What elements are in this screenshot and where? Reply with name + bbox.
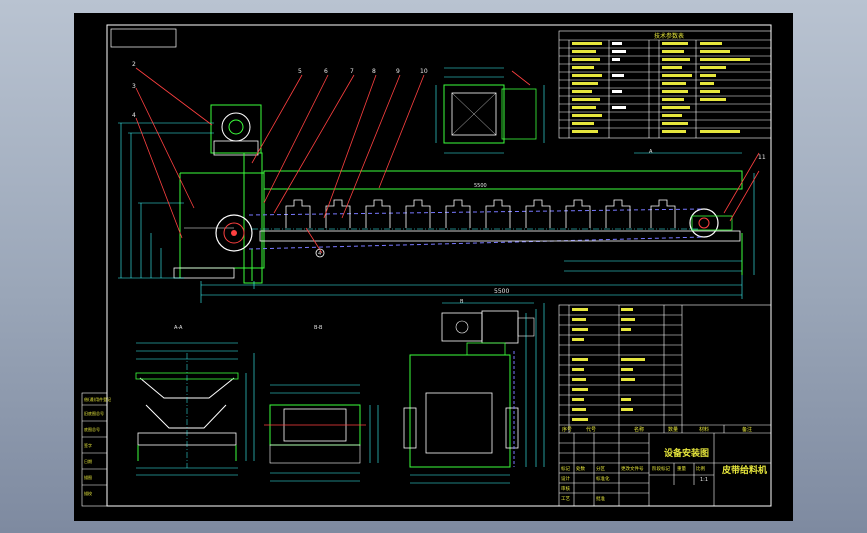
header-code: 代号 (586, 426, 596, 433)
svg-text:签字: 签字 (84, 442, 92, 448)
callout-10: 11 (758, 154, 766, 161)
svg-text:设计: 设计 (561, 475, 570, 482)
header-qty: 数量 (668, 426, 678, 433)
section-bb-view: B-B (264, 325, 379, 482)
svg-text:阶段标记: 阶段标记 (652, 465, 670, 472)
main-elevation-view: 5500 5500 2 3 4 5 6 7 8 9 10 (118, 61, 766, 303)
spec-table-cells (572, 42, 750, 133)
svg-text:批准: 批准 (596, 495, 605, 502)
header-no: 序号 (562, 426, 572, 433)
circle-marker (315, 248, 325, 258)
callout-leaders (135, 67, 760, 254)
tail-pulley (689, 208, 719, 238)
section-aa-label: A-A (174, 325, 183, 331)
callout-2: 3 (132, 83, 136, 90)
left-dimension-lines (118, 122, 214, 279)
drawing-name: 设备安装图 (664, 447, 709, 459)
parts-header: 序号 代号 名称 数量 材料 备注 (562, 426, 752, 433)
svg-text:工艺: 工艺 (561, 496, 570, 502)
spec-table (558, 30, 772, 139)
head-pulley (215, 214, 253, 252)
svg-text:标记: 标记 (561, 465, 570, 472)
svg-text:处数: 处数 (576, 465, 585, 472)
svg-text:审核: 审核 (561, 485, 570, 492)
cad-drawing: 5500 5500 2 3 4 5 6 7 8 9 10 (81, 24, 772, 507)
callout-6: 7 (350, 68, 354, 75)
idler-stands (285, 199, 676, 228)
cad-drawing-sheet: 5500 5500 2 3 4 5 6 7 8 9 10 (74, 13, 793, 521)
frame-length-text: 5500 (474, 183, 487, 189)
svg-text:旧底图总号: 旧底图总号 (84, 410, 104, 416)
header-remark: 备注 (742, 426, 752, 433)
view-b-label: B (460, 299, 464, 305)
stage-labels: 阶段标记 重量 比例 (652, 465, 705, 472)
svg-text:日期: 日期 (84, 458, 92, 464)
svg-text:更改文件号: 更改文件号 (621, 465, 644, 472)
section-bb-label: B-B (314, 325, 323, 331)
section-aa-view: A-A (135, 325, 255, 476)
svg-text:描图: 描图 (84, 474, 92, 480)
svg-text:重量: 重量 (677, 465, 686, 472)
drawing-border (106, 24, 772, 507)
top-detail-view (435, 67, 545, 154)
callout-5: 6 (324, 68, 328, 75)
circle-marker-label: 4 (318, 251, 321, 257)
conveyor-frame (263, 170, 743, 190)
callout-8: 9 (396, 68, 400, 75)
scale-value: 1:1 (700, 477, 708, 483)
svg-text:标准化: 标准化 (596, 475, 610, 482)
svg-text:分区: 分区 (596, 465, 605, 472)
spec-table-title: 技术参数表 (654, 32, 684, 40)
callout-9: 10 (420, 68, 428, 75)
bottom-dimension-lines (200, 152, 755, 303)
main-length-dimension: 5500 (494, 288, 509, 295)
view-a-arrow-label: A (649, 149, 653, 155)
sign-labels: 标记 处数 分区 更改文件号 (561, 465, 644, 472)
left-registration-labels: 借(通)用件登记 旧底图总号 底图总号 签字 日期 描图 描校 (84, 396, 111, 496)
belt-upper (248, 208, 705, 216)
parts-list-table (558, 304, 772, 507)
parts-list-cells (572, 308, 645, 421)
belt-lower (248, 236, 705, 250)
drawing-number-box (110, 28, 177, 48)
role-labels: 设计 审核 工艺 标准化 批准 (561, 475, 610, 502)
view-b-drive: B (403, 299, 545, 484)
callout-7: 8 (372, 68, 376, 75)
svg-text:借(通)用件登记: 借(通)用件登记 (84, 396, 111, 402)
callout-3: 4 (132, 112, 136, 119)
header-material: 材料 (699, 426, 709, 433)
product-name: 皮带给料机 (721, 464, 767, 476)
svg-text:比例: 比例 (696, 465, 705, 472)
callout-4: 5 (298, 68, 302, 75)
header-name: 名称 (634, 426, 644, 433)
svg-text:描校: 描校 (84, 490, 92, 496)
left-registration-table (81, 392, 108, 507)
callout-1: 2 (132, 61, 136, 68)
drive-motor (210, 104, 262, 154)
svg-text:底图总号: 底图总号 (84, 426, 100, 432)
